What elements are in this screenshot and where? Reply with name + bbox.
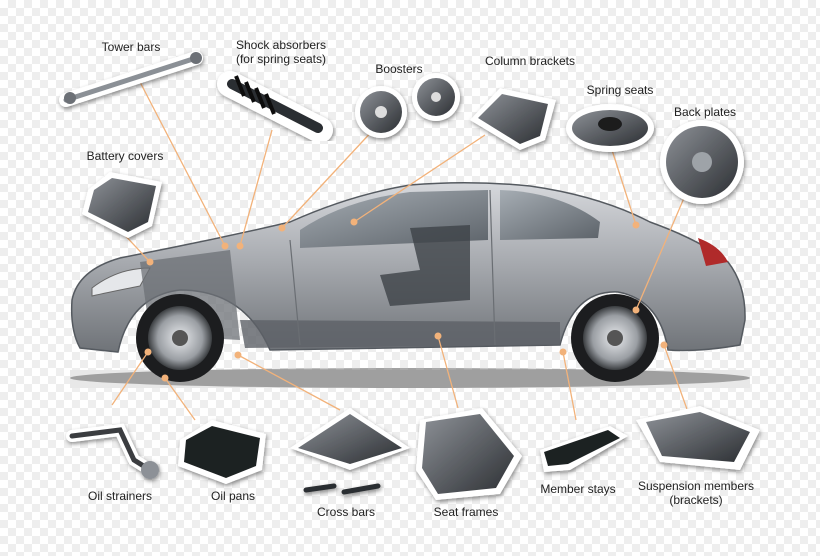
- suspension-members-image: [636, 406, 760, 470]
- label-suspension-members: Suspension members (brackets): [638, 479, 754, 507]
- spring-seats-image: [566, 104, 654, 152]
- label-cross-bars-line-1: Cross bars: [316, 505, 376, 519]
- label-shock-absorbers: Shock absorbers (for spring seats): [236, 38, 326, 66]
- label-battery-covers-line-1: Battery covers: [86, 149, 164, 163]
- leader-dots: [144, 218, 668, 382]
- label-battery-covers: Battery covers: [87, 149, 164, 163]
- label-oil-strainers-line-1: Oil strainers: [87, 489, 153, 503]
- label-suspension-members-line-1: Suspension members: [637, 479, 755, 493]
- label-tower-bars-line-1: Tower bars: [101, 40, 161, 54]
- label-oil-strainers: Oil strainers: [88, 489, 152, 503]
- label-spring-seats: Spring seats: [587, 83, 654, 97]
- member-stays-image: [540, 426, 628, 472]
- tower-bars-image: [59, 51, 203, 107]
- label-seat-frames-line-1: Seat frames: [433, 505, 499, 519]
- column-brackets-image: [470, 88, 556, 150]
- back-plates-image: [660, 120, 744, 204]
- label-boosters-line-1: Boosters: [375, 62, 423, 76]
- oil-pans-image: [178, 420, 266, 484]
- seat-frames-image: [416, 408, 522, 500]
- car: [70, 181, 746, 382]
- label-member-stays-line-1: Member stays: [540, 482, 616, 496]
- door-line: [289, 239, 301, 346]
- label-tower-bars: Tower bars: [102, 40, 161, 54]
- door-line-rear: [489, 189, 496, 346]
- label-member-stays: Member stays: [540, 482, 615, 496]
- shock-absorbers-image: [217, 71, 333, 143]
- label-column-brackets-line-1: Column brackets: [484, 54, 576, 68]
- label-column-brackets: Column brackets: [485, 54, 575, 68]
- rear-wheel: [571, 294, 659, 382]
- car-shadow: [70, 368, 750, 388]
- label-boosters: Boosters: [375, 62, 422, 76]
- oil-strainers-image: [66, 423, 159, 479]
- car-rear-window: [500, 190, 600, 240]
- label-suspension-members-line-2: (brackets): [669, 493, 723, 507]
- label-oil-pans: Oil pans: [211, 489, 255, 503]
- label-seat-frames: Seat frames: [434, 505, 499, 519]
- battery-covers-image: [82, 172, 162, 238]
- label-shock-absorbers-line-2: (for spring seats): [235, 52, 327, 66]
- label-back-plates-line-1: Back plates: [673, 105, 737, 119]
- taillight: [698, 238, 728, 266]
- cross-bars-image: [290, 408, 410, 495]
- underbody: [240, 320, 560, 348]
- label-oil-pans-line-1: Oil pans: [210, 489, 256, 503]
- label-shock-absorbers-line-1: Shock absorbers: [235, 38, 327, 52]
- boosters-image: [355, 73, 460, 138]
- label-spring-seats-line-1: Spring seats: [586, 83, 654, 97]
- front-wheel: [136, 294, 224, 382]
- label-back-plates: Back plates: [674, 105, 736, 119]
- label-cross-bars: Cross bars: [317, 505, 375, 519]
- headlight: [91, 267, 151, 297]
- seat-outline: [380, 225, 470, 306]
